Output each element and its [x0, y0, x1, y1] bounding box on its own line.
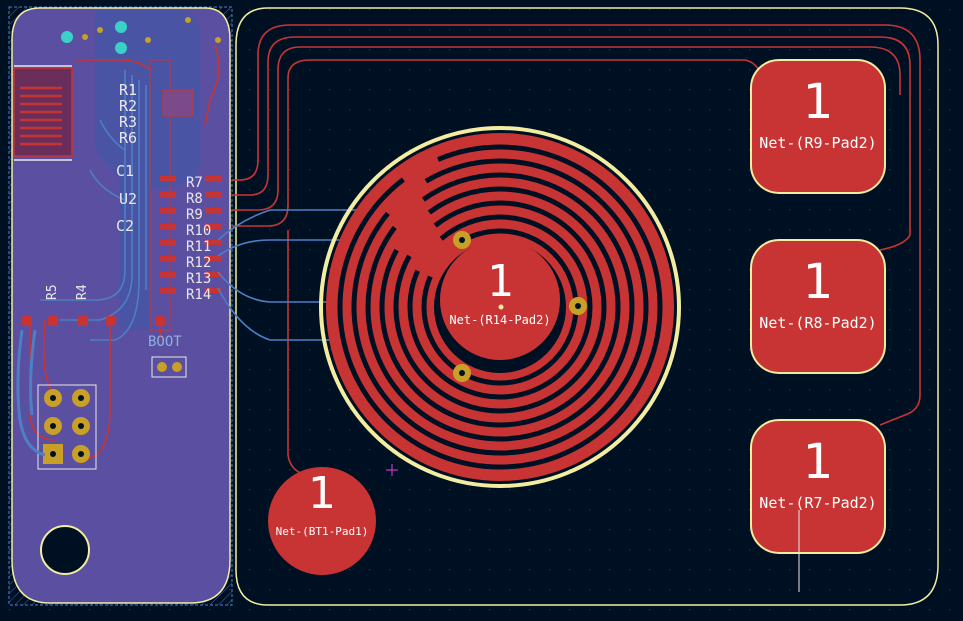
pad-r14-net: Net-(R14-Pad2) — [449, 313, 550, 327]
ref-r1: R1 — [119, 81, 137, 99]
pad-r9-net: Net-(R9-Pad2) — [759, 134, 876, 152]
front-traces — [232, 24, 921, 476]
pad-r7-number: 1 — [803, 434, 834, 490]
ref-boot: BOOT — [148, 334, 182, 350]
ic-package[interactable] — [162, 89, 194, 117]
ref-r3: R3 — [119, 113, 137, 131]
via[interactable] — [115, 42, 127, 54]
pad-bt1-net: Net-(BT1-Pad1) — [276, 525, 369, 538]
ref-c2: C2 — [116, 217, 134, 235]
ref-r9: R9 — [186, 207, 203, 223]
coil-inductor[interactable]: 1 Net-(R14-Pad2) — [319, 126, 681, 488]
ref-r8: R8 — [186, 191, 203, 207]
ref-u2: U2 — [119, 190, 137, 208]
via[interactable] — [61, 31, 73, 43]
main-board[interactable]: 1 Net-(R14-Pad2) 1 Net-(R9-Pad2) 1 Net-(… — [217, 7, 939, 606]
pad-r14[interactable] — [440, 240, 560, 360]
mounting-hole[interactable] — [40, 525, 90, 575]
ref-r11: R11 — [186, 239, 211, 255]
ref-r14: R14 — [186, 287, 211, 303]
ref-r5: R5 — [45, 284, 60, 300]
pad-r9[interactable]: 1 Net-(R9-Pad2) — [750, 59, 886, 194]
boot-button[interactable] — [151, 356, 187, 378]
ref-c1: C1 — [116, 162, 134, 180]
pad-r8[interactable]: 1 Net-(R8-Pad2) — [750, 239, 886, 374]
ref-r2: R2 — [119, 97, 137, 115]
ref-r4: R4 — [75, 284, 90, 300]
ref-r6: R6 — [119, 129, 137, 147]
board-outline — [235, 7, 939, 606]
pad-bt1[interactable]: 1 Net-(BT1-Pad1) — [268, 467, 376, 575]
via[interactable] — [115, 21, 127, 33]
pad-r14-number: 1 — [487, 256, 514, 307]
left-module[interactable]: R1 R2 R3 R6 C1 U2 C2 R7 R8 R9 R10 R11 R1… — [8, 6, 233, 606]
pad-r8-net: Net-(R8-Pad2) — [759, 314, 876, 332]
ref-r10: R10 — [186, 223, 211, 239]
pad-r8-number: 1 — [803, 254, 834, 310]
pad-r7-net: Net-(R7-Pad2) — [759, 494, 876, 512]
ref-r7: R7 — [186, 175, 203, 191]
pad-r9-number: 1 — [803, 74, 834, 130]
ref-r12: R12 — [186, 255, 211, 271]
pad-bt1-number: 1 — [308, 468, 336, 519]
ref-r13: R13 — [186, 271, 211, 287]
pad-r7[interactable]: 1 Net-(R7-Pad2) — [750, 419, 886, 592]
cursor-crosshair — [386, 464, 398, 476]
pin-header[interactable] — [37, 384, 97, 470]
